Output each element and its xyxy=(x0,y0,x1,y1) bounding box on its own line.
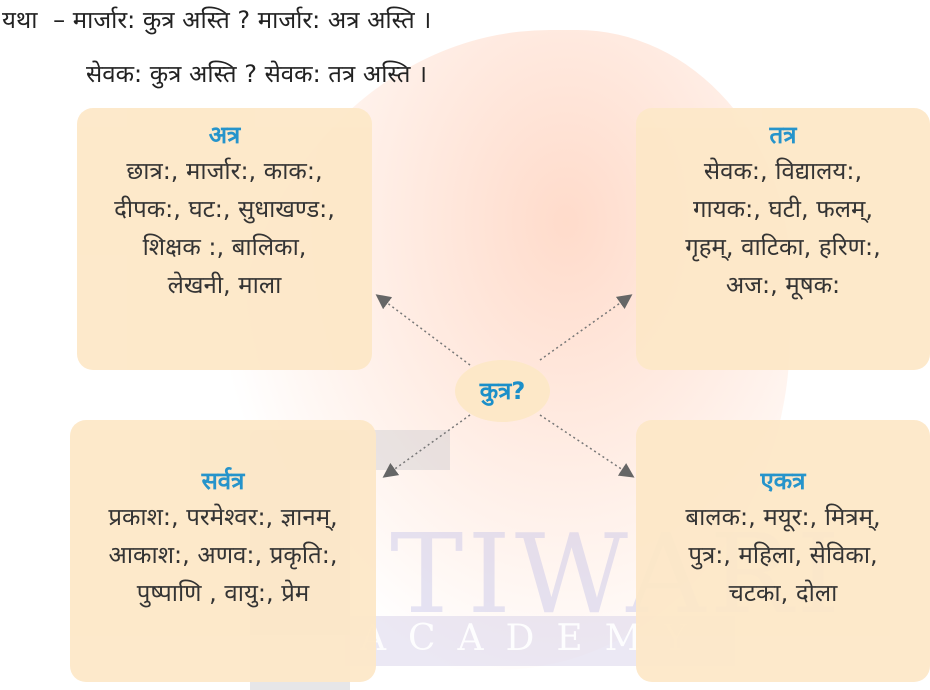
box-ekatra: एकत्र बालक:, मयूर:, मित्रम्, पुत्र:, महि… xyxy=(636,420,930,682)
box-tatra-title: तत्र xyxy=(769,121,797,149)
box-tatra-row: गायक:, घटी, फलम्, xyxy=(693,195,873,223)
center-question-bubble: कुत्र? xyxy=(455,360,550,422)
box-tatra-row: अज:, मूषक: xyxy=(725,271,841,299)
example-sentence-2: सेवक: कुत्र अस्ति ? सेवक: तत्र अस्ति । xyxy=(86,60,428,88)
box-atra-row: छात्र:, मार्जार:, काक:, xyxy=(126,157,323,185)
box-ekatra-row: बालक:, मयूर:, मित्रम्, xyxy=(685,503,881,531)
arrow-to-atra xyxy=(375,294,471,366)
box-atra-row: दीपक:, घट:, सुधाखण्ड:, xyxy=(114,195,335,223)
box-atra: अत्र छात्र:, मार्जार:, काक:, दीपक:, घट:,… xyxy=(77,108,372,370)
box-atra-row: लेखनी, माला xyxy=(167,271,282,299)
box-sarvatra-title: सर्वत्र xyxy=(201,467,245,495)
watermark-subtext: ACADEMY xyxy=(360,618,710,659)
box-ekatra-row: पुत्र:, महिला, सेविका, xyxy=(688,541,878,569)
box-tatra-row: सेवक:, विद्यालय:, xyxy=(703,157,863,185)
box-ekatra-row: चटका, दोला xyxy=(728,579,838,607)
box-atra-row: शिक्षक :, बालिका, xyxy=(142,233,307,261)
example-label: यथा xyxy=(2,6,38,34)
box-tatra: तत्र सेवक:, विद्यालय:, गायक:, घटी, फलम्,… xyxy=(636,108,930,370)
example-line-1: यथा – मार्जार: कुत्र अस्ति ? मार्जार: अत… xyxy=(2,4,431,36)
arrow-to-ekatra xyxy=(539,414,635,478)
box-ekatra-title: एकत्र xyxy=(760,467,806,495)
example-sentence-1: – मार्जार: कुत्र अस्ति ? मार्जार: अत्र अ… xyxy=(53,6,432,34)
box-tatra-row: गृहम्, वाटिका, हरिण:, xyxy=(685,233,881,261)
box-sarvatra-row: प्रकाश:, परमेश्वर:, ज्ञानम्, xyxy=(108,503,338,531)
box-atra-title: अत्र xyxy=(208,121,241,149)
arrow-to-sarvatra xyxy=(382,414,471,478)
arrow-to-tatra xyxy=(539,294,633,361)
box-sarvatra: सर्वत्र प्रकाश:, परमेश्वर:, ज्ञानम्, आका… xyxy=(70,420,376,682)
box-sarvatra-row: आकाश:, अणव:, प्रकृति:, xyxy=(108,541,338,569)
box-sarvatra-row: पुष्पाणि , वायु:, प्रेम xyxy=(136,579,310,607)
